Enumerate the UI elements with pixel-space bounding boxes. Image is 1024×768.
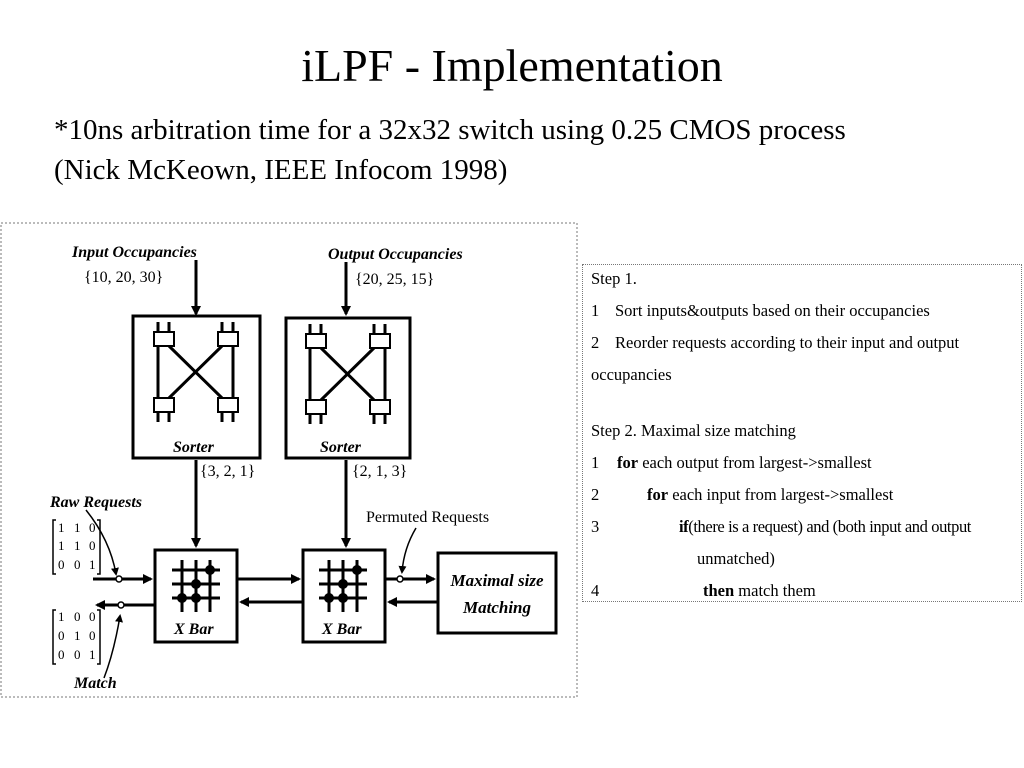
raw-cell: 1 (74, 538, 81, 553)
match-cell: 0 (58, 647, 65, 662)
step2-item3: if(there is a request) and (both input a… (679, 517, 971, 537)
step1-item2: Reorder requests according to their inpu… (615, 333, 960, 352)
step-number: 2 (591, 333, 600, 352)
sorter-label-1: Sorter (173, 439, 215, 456)
step2-item2: for each input from largest->smallest (647, 485, 893, 505)
match-cell: 0 (89, 609, 96, 624)
input-occupancies-values: {10, 20, 30} (84, 269, 163, 286)
raw-cell: 0 (89, 520, 96, 535)
match-cell: 0 (58, 628, 65, 643)
match-cell: 1 (89, 647, 96, 662)
maximal-line-2: Matching (462, 598, 532, 617)
match-pointer (103, 614, 123, 679)
step2-item1-text: each output from largest->smallest (642, 453, 872, 472)
raw-cell: 1 (58, 538, 65, 553)
sorter2-output: {2, 1, 3} (352, 463, 407, 480)
keyword-then: then (703, 581, 735, 600)
raw-requests-label: Raw Requests (49, 494, 142, 511)
step2-item4-text: match them (738, 581, 816, 600)
keyword-for: for (647, 485, 669, 504)
raw-cell: 0 (74, 557, 81, 572)
sorter-block-1: Sorter (131, 314, 262, 460)
maximal-line-1: Maximal size (449, 571, 543, 590)
step2-item1: for each output from largest->smallest (617, 453, 872, 473)
keyword-if: if (679, 517, 689, 536)
match-cell: 1 (58, 609, 65, 624)
step-number: 2 (591, 485, 600, 504)
xbar-block-1: X Bar (153, 548, 239, 644)
match-matrix: 1 0 0 0 1 0 0 0 1 (52, 609, 101, 665)
raw-requests-pointer (85, 509, 119, 576)
maximal-matching-block: Maximal size Matching (436, 551, 558, 635)
match-cell: 0 (74, 609, 81, 624)
step-number: 4 (591, 581, 600, 600)
node-dot (115, 575, 123, 583)
subtitle-line-2: (Nick McKeown, IEEE Infocom 1998) (54, 154, 508, 186)
sorter-label-2: Sorter (320, 439, 362, 456)
step2-item3-cont: unmatched) (697, 549, 775, 568)
diagram-frame (0, 222, 578, 698)
step2-item2-text: each input from largest->smallest (672, 485, 894, 504)
keyword-for: for (617, 453, 639, 472)
subtitle-line-1: *10ns arbitration time for a 32x32 switc… (54, 114, 846, 146)
ilpf-block-diagram: Input Occupancies {10, 20, 30} Output Oc… (0, 222, 578, 698)
sorter-block-2: Sorter (284, 316, 412, 460)
raw-cell: 1 (74, 520, 81, 535)
raw-cell: 0 (89, 538, 96, 553)
step2-item3-text: (there is a request) and (both input and… (688, 517, 971, 536)
step2-item4: then match them (703, 581, 816, 601)
permuted-requests-pointer (398, 527, 417, 574)
raw-requests-matrix: 1 1 0 1 1 0 0 0 1 (52, 519, 101, 575)
match-label: Match (73, 675, 117, 692)
xbar-label-1: X Bar (173, 621, 214, 638)
xbar-block-2: X Bar (301, 548, 387, 644)
step2-title: Step 2. Maximal size matching (591, 421, 796, 440)
raw-cell: 0 (58, 557, 65, 572)
node-dot (117, 601, 125, 609)
raw-cell: 1 (89, 557, 96, 572)
raw-cell: 1 (58, 520, 65, 535)
input-occupancies-label: Input Occupancies (71, 244, 197, 261)
output-occupancies-label: Output Occupancies (328, 246, 463, 263)
node-dot (396, 575, 404, 583)
step1-title: Step 1. (591, 269, 637, 288)
step1-item2-cont: occupancies (591, 365, 672, 384)
step-number: 1 (591, 453, 600, 472)
step-number: 1 (591, 301, 600, 320)
output-occupancies-values: {20, 25, 15} (355, 271, 434, 288)
match-cell: 1 (74, 628, 81, 643)
step1-item1: Sort inputs&outputs based on their occup… (615, 301, 930, 320)
match-cell: 0 (89, 628, 96, 643)
xbar-label-2: X Bar (321, 621, 362, 638)
sorter1-output: {3, 2, 1} (200, 463, 255, 480)
step-number: 3 (591, 517, 600, 536)
match-cell: 0 (74, 647, 81, 662)
slide-title: iLPF - Implementation (301, 40, 723, 91)
algorithm-steps-panel: Step 1. 1 Sort inputs&outputs based on t… (582, 264, 1022, 602)
permuted-requests-label: Permuted Requests (366, 509, 489, 526)
